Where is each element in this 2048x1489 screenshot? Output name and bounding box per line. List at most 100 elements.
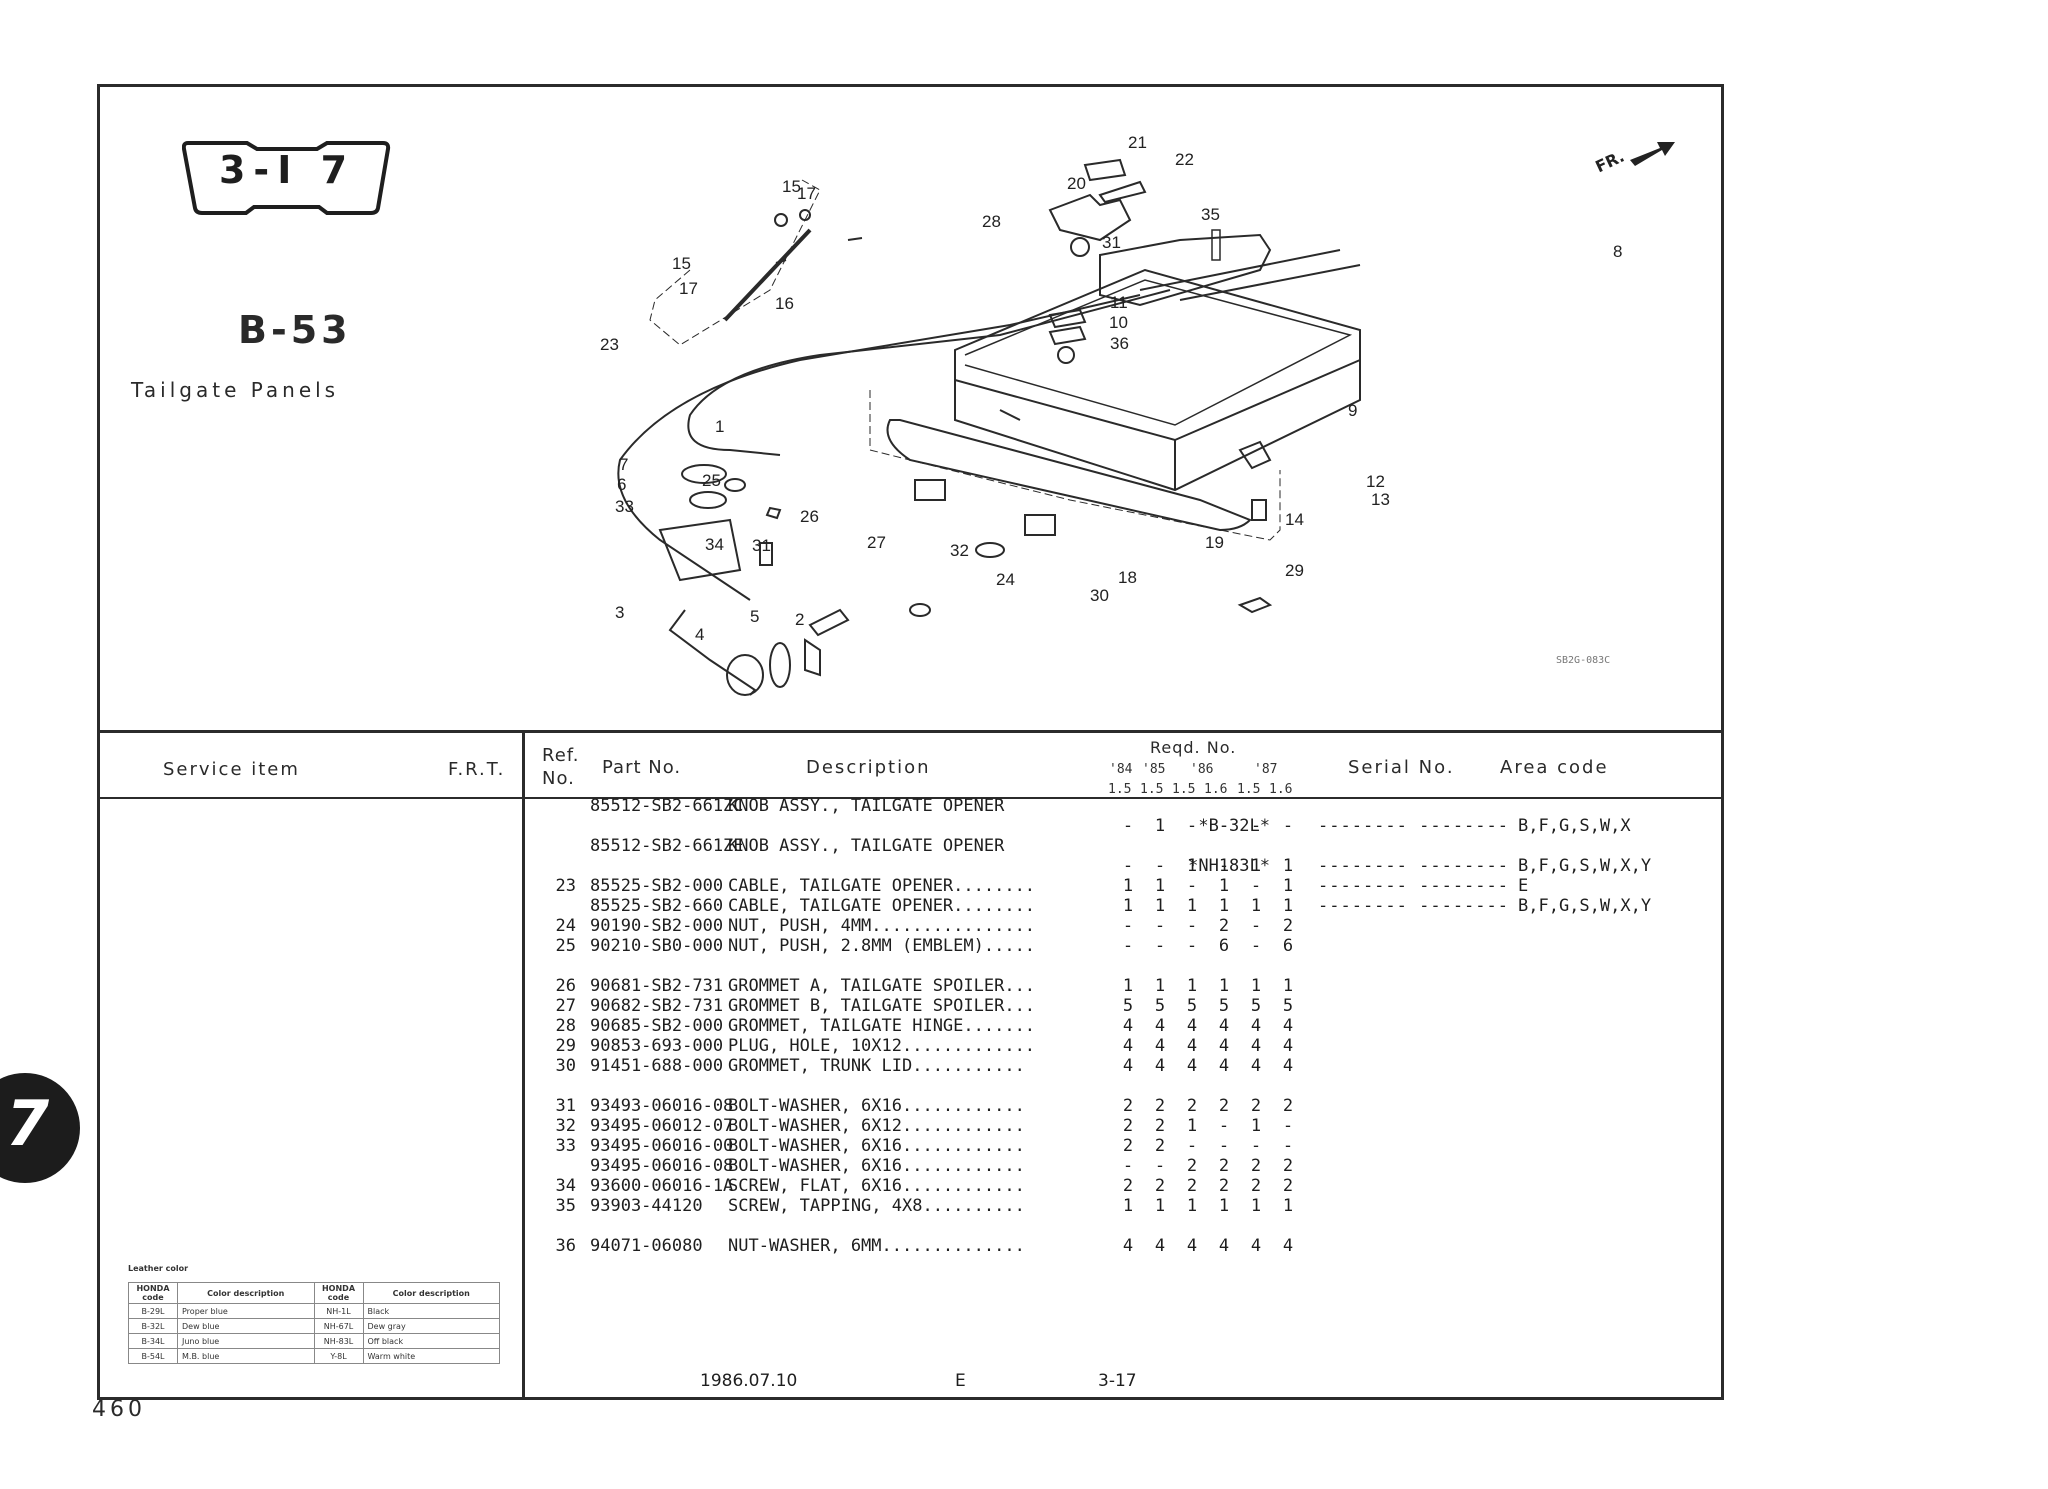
honda-code: B-34L [128, 1333, 178, 1349]
required-qty: 1 [1282, 876, 1294, 896]
required-qty: 4 [1250, 1236, 1262, 1256]
required-qty: - [1186, 816, 1198, 836]
callout-11: 11 [1110, 293, 1128, 312]
part-description: PLUG, HOLE, 10X12............. [728, 1036, 1036, 1056]
required-qty: 2 [1282, 1156, 1294, 1176]
part-number: 91451-688-000 [590, 1056, 724, 1076]
engine-2: 1.5 [1140, 782, 1164, 797]
chapter-tab-number: 7 [6, 1087, 50, 1160]
honda-code: B-54L [128, 1348, 178, 1364]
required-qty: 1 [1282, 856, 1294, 876]
callout-22: 22 [1175, 150, 1194, 169]
year-87: '87 [1254, 762, 1278, 777]
hinge-cover-21 [1083, 158, 1127, 182]
ref-number: 27 [555, 996, 576, 1016]
part-description: SCREW, FLAT, 6X16............ [728, 1176, 1025, 1196]
required-qty: 1 [1122, 1196, 1134, 1216]
required-qty: 4 [1154, 1016, 1166, 1036]
required-qty: 4 [1218, 1016, 1230, 1036]
honda-code: B-29L [128, 1303, 178, 1319]
required-qty: 2 [1218, 1096, 1230, 1116]
part-description: BOLT-WASHER, 6X16............ [728, 1156, 1025, 1176]
ref-number: 23 [555, 876, 576, 896]
ref-number: 34 [555, 1176, 576, 1196]
required-qty: 2 [1122, 1096, 1134, 1116]
required-qty: - [1250, 876, 1262, 896]
color-code: *B-32L* [1198, 816, 1270, 836]
leather-color-title: Leather color [128, 1264, 189, 1273]
required-qty: 1 [1218, 976, 1230, 996]
part-description: NUT, PUSH, 4MM................ [728, 916, 1036, 936]
required-qty: 4 [1154, 1036, 1166, 1056]
part-description: CABLE, TAILGATE OPENER........ [728, 896, 1036, 916]
ref-number: 36 [555, 1236, 576, 1256]
required-qty: 1 [1250, 1116, 1262, 1136]
color-description: M.B. blue [177, 1348, 315, 1364]
required-qty: - [1122, 1156, 1134, 1176]
callout-17b: 17 [679, 279, 698, 298]
part-description: KNOB ASSY., TAILGATE OPENER [728, 836, 1005, 856]
ref-number: 31 [555, 1096, 576, 1116]
required-qty: 2 [1218, 1156, 1230, 1176]
honda-code: NH-83L [313, 1333, 364, 1349]
callout-17a: 17 [797, 184, 816, 203]
required-qty: - [1218, 1136, 1230, 1156]
required-qty: 1 [1282, 1196, 1294, 1216]
ref-number: 30 [555, 1056, 576, 1076]
required-qty: 2 [1282, 1096, 1294, 1116]
callout-6: 6 [617, 475, 626, 494]
part-number: 85512-SB2-661ZC [590, 796, 744, 816]
required-qty: 1 [1186, 1116, 1198, 1136]
required-qty: 2 [1218, 916, 1230, 936]
engine-3: 1.5 [1172, 782, 1196, 797]
callout-32v: 32 [950, 541, 969, 560]
required-qty: 2 [1154, 1136, 1166, 1156]
col-serial-no: Serial No. [1348, 757, 1455, 778]
required-qty: 5 [1250, 996, 1262, 1016]
honda-code: NH-1L [313, 1303, 364, 1319]
required-qty: 4 [1186, 1016, 1198, 1036]
latch-rod [668, 609, 757, 696]
required-qty: - [1282, 816, 1294, 836]
callout-28: 28 [982, 212, 1001, 231]
required-qty: 1 [1186, 1196, 1198, 1216]
required-qty: - [1186, 876, 1198, 896]
part-number: 93495-06016-08 [590, 1156, 734, 1176]
part-number: 94071-06080 [590, 1236, 703, 1256]
col-frt: F.R.T. [448, 759, 506, 780]
col-ref-no-line2: No. [542, 768, 575, 789]
callout-18: 18 [1118, 568, 1137, 587]
cable-release [687, 289, 1171, 456]
serial-number: -------- -------- [1318, 856, 1509, 876]
callout-25: 25 [702, 471, 721, 490]
callout-9: 9 [1348, 401, 1357, 420]
callout-4: 4 [695, 625, 704, 644]
required-qty: - [1218, 1116, 1230, 1136]
honda-code: B-32L [128, 1318, 178, 1334]
callout-21: 21 [1128, 133, 1147, 152]
group-title: Tailgate Panels [131, 378, 340, 402]
divider-service-column [522, 730, 525, 1400]
required-qty: - [1122, 856, 1134, 876]
front-direction-arrow [1630, 142, 1675, 166]
required-qty: 1 [1122, 876, 1134, 896]
color-description: Warm white [362, 1348, 500, 1364]
section-badge-text: 3-I 7 [218, 148, 356, 192]
engine-1: 1.5 [1108, 782, 1132, 797]
part-number: 90681-SB2-731 [590, 976, 724, 996]
high-mount-stoplight [1099, 233, 1272, 307]
part-number: 90190-SB2-000 [590, 916, 724, 936]
divider-illustration [97, 730, 1724, 733]
required-qty: 4 [1122, 1056, 1134, 1076]
area-code: B,F,G,S,W,X [1518, 816, 1631, 836]
required-qty: - [1154, 856, 1166, 876]
color-description: Off black [362, 1333, 500, 1349]
diagram-code: SB2G-083C [1556, 655, 1611, 666]
required-qty: 2 [1186, 1176, 1198, 1196]
honda-code: Y-8L [313, 1348, 364, 1364]
required-qty: 4 [1154, 1236, 1166, 1256]
callout-31b: 31 [1102, 233, 1121, 252]
